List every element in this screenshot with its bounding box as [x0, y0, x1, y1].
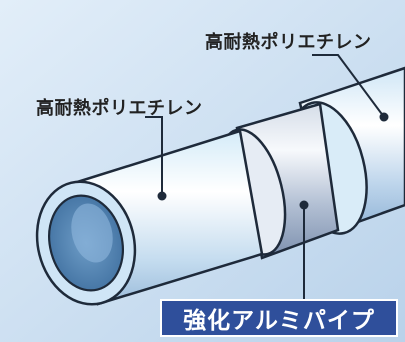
outer-layer-label: 高耐熱ポリエチレン	[205, 32, 372, 53]
inner-pe-layer	[35, 129, 264, 306]
inner-layer-label: 高耐熱ポリエチレン	[36, 98, 203, 119]
outer-layer-dot	[379, 112, 389, 122]
inner-layer-leader	[145, 116, 163, 196]
core-layer-label-box: 強化アルミパイプ	[160, 299, 398, 337]
core-layer-label: 強化アルミパイプ	[183, 308, 375, 334]
inner-layer-dot	[157, 191, 167, 201]
aluminum-dot	[299, 200, 309, 210]
outer-layer-leader	[312, 54, 385, 118]
leader-lines	[145, 54, 385, 300]
